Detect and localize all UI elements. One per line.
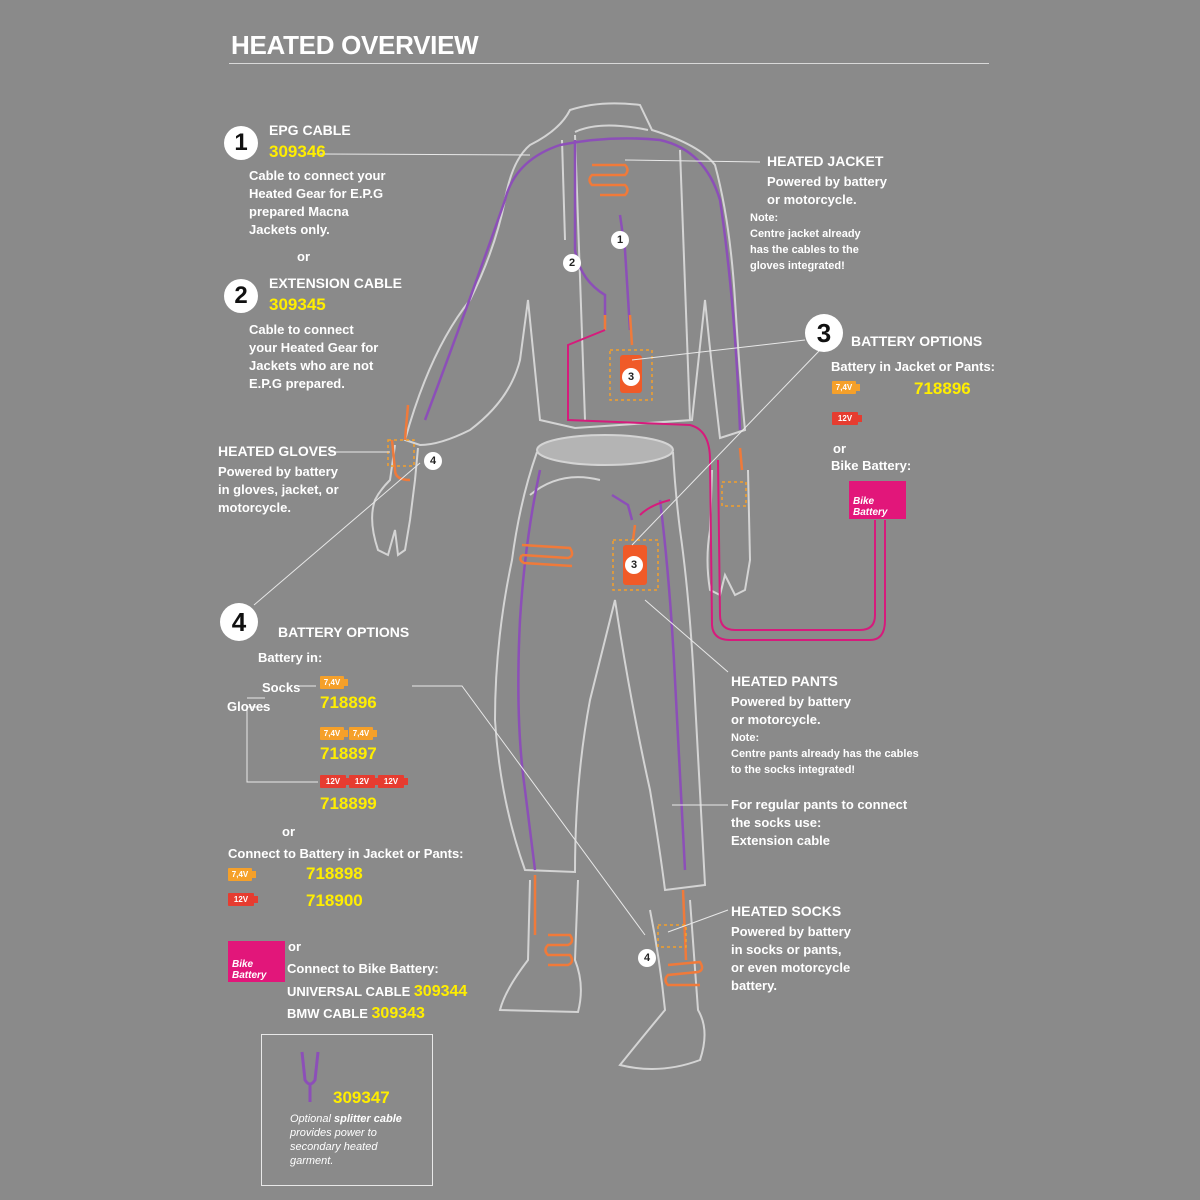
bike-cables: [567, 329, 886, 641]
battery-7v4-icon: 7,4V: [349, 727, 377, 740]
leader-lines: [246, 153, 821, 936]
number-1-badge: 1: [224, 126, 258, 160]
purple-cables: [423, 137, 742, 871]
battery3-heading: BATTERY OPTIONS: [851, 333, 983, 349]
gloves-label: Gloves: [227, 699, 271, 714]
battery4-code-2: 718897: [320, 744, 377, 763]
marker-4-socks: 4: [638, 949, 656, 967]
marker-4-gloves: 4: [424, 452, 442, 470]
socks-outline: [498, 879, 706, 1070]
socks-label: Socks: [262, 680, 301, 695]
number-3-badge: 3: [805, 314, 843, 352]
jacket-outline: [403, 102, 747, 447]
or-text-1: or: [297, 249, 310, 264]
battery4-code-4: 718898: [306, 864, 363, 883]
universal-cable-code: 309344: [413, 983, 468, 1000]
bmw-cable-row: BMW CABLE 309343: [287, 1005, 425, 1022]
splitter-box: 309347 Optional splitter cable provides …: [261, 1034, 433, 1186]
battery-7v4-icon: 7,4V: [832, 381, 860, 394]
battery-12v-icon: 12V: [378, 775, 408, 788]
marker-3-pants: 3: [625, 556, 643, 574]
bmw-cable-code: 309343: [371, 1005, 425, 1022]
battery4-code-5: 718900: [306, 891, 363, 910]
battery4-code-3: 718899: [320, 794, 377, 813]
battery4-code-1: 718896: [320, 693, 377, 712]
extension-code: 309345: [269, 295, 326, 314]
gloves-heading: HEATED GLOVES: [218, 443, 337, 459]
page-title: HEATED OVERVIEW: [231, 30, 479, 60]
battery-12v-icon: 12V: [832, 412, 862, 425]
bike-battery-label: Connect to Bike Battery:: [287, 961, 439, 976]
battery4-subheading: Battery in:: [258, 650, 323, 665]
battery3-or: or: [833, 441, 846, 456]
heating-elements: [390, 163, 744, 987]
epg-heading: EPG CABLE: [269, 122, 351, 138]
marker-1: 1: [611, 231, 629, 249]
pants-heading: HEATED PANTS: [731, 673, 838, 689]
splitter-description: Optional splitter cable provides power t…: [290, 1113, 402, 1167]
extension-heading: EXTENSION CABLE: [269, 275, 403, 291]
bike-battery-icon: Bike Battery: [849, 481, 906, 519]
battery4-or-2: or: [288, 939, 301, 954]
socks-heading: HEATED SOCKS: [731, 903, 842, 919]
battery4-heading: BATTERY OPTIONS: [278, 624, 410, 640]
battery-7v4-icon: 7,4V: [320, 676, 348, 689]
jacket-heading: HEATED JACKET: [767, 153, 884, 169]
pants-outline: [493, 434, 707, 892]
battery3-bike-label: Bike Battery:: [831, 458, 912, 473]
battery-12v-icon: 12V: [228, 893, 258, 906]
jacket-pants-label: Connect to Battery in Jacket or Pants:: [228, 846, 464, 861]
pants-note: Note:Centre pants already has the cables…: [731, 732, 919, 776]
battery4-or: or: [282, 824, 295, 839]
number-4-badge: 4: [220, 603, 258, 641]
battery-7v4-icon: 7,4V: [228, 868, 256, 881]
gloves-outline: [371, 444, 752, 597]
bike-battery-icon: Bike Battery: [228, 941, 285, 982]
number-2-badge: 2: [224, 279, 258, 313]
battery3-code: 718896: [914, 379, 971, 398]
battery-7v4-icon: 7,4V: [320, 727, 348, 740]
splitter-code: 309347: [333, 1088, 390, 1107]
title-divider: [229, 63, 989, 64]
epg-code: 309346: [269, 142, 326, 161]
battery-12v-icon: 12V: [320, 775, 350, 788]
marker-2: 2: [563, 254, 581, 272]
splitter-icon: [300, 1051, 320, 1102]
battery3-subheading: Battery in Jacket or Pants:: [831, 359, 996, 374]
universal-cable-row: UNIVERSAL CABLE 309344: [287, 983, 468, 1000]
battery-12v-icon: 12V: [349, 775, 379, 788]
marker-3-jacket: 3: [622, 368, 640, 386]
